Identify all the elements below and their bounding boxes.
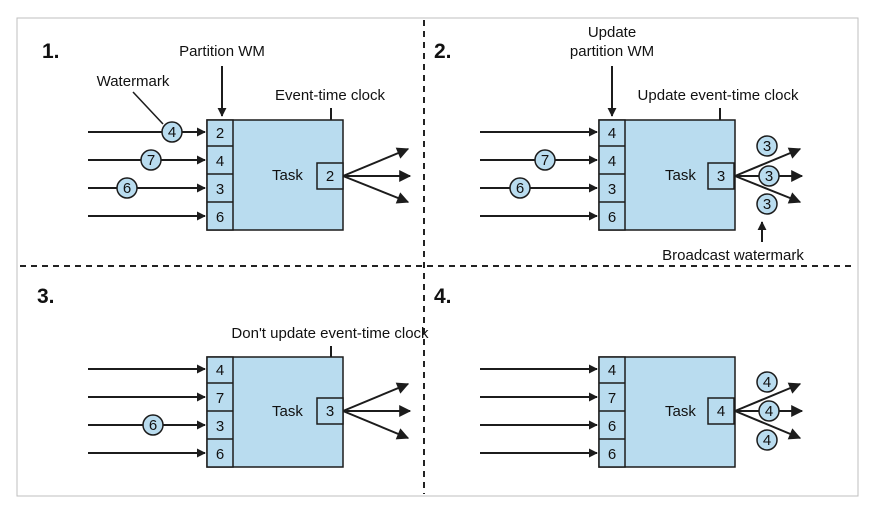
- partition-watermark: 6: [216, 209, 224, 226]
- broadcast-watermark: 4: [756, 371, 778, 393]
- task-label: Task: [665, 403, 696, 420]
- partition-column: [598, 356, 626, 468]
- event-time-clock-label: Event-time clock: [275, 87, 386, 104]
- incoming-watermark-value: 6: [123, 180, 131, 197]
- output-arrow-3: [342, 410, 410, 440]
- partition-column: [598, 119, 626, 231]
- task-label: Task: [272, 167, 303, 184]
- task-label: Task: [665, 167, 696, 184]
- broadcast-watermark-value: 4: [765, 403, 773, 420]
- task-label: Task: [272, 403, 303, 420]
- partition-watermark: 6: [608, 418, 616, 435]
- incoming-watermark-value: 7: [541, 152, 549, 169]
- partition-watermark: 7: [608, 390, 616, 407]
- panel-1: 1. Partition WM Watermark Event-time clo…: [42, 40, 412, 231]
- incoming-watermark: 7: [140, 149, 162, 171]
- partition-watermark: 3: [216, 181, 224, 198]
- partition-watermark: 4: [216, 153, 224, 170]
- partition-watermark: 7: [216, 390, 224, 407]
- broadcast-watermark: 4: [756, 429, 778, 451]
- incoming-watermark-value: 7: [147, 152, 155, 169]
- watermark-pointer: [132, 91, 164, 125]
- output-arrow-3: [342, 175, 410, 204]
- output-arrow-1: [734, 382, 802, 412]
- partition-watermark: 4: [608, 362, 616, 379]
- partition-watermark: 6: [216, 446, 224, 463]
- partition-column: [206, 119, 234, 231]
- broadcast-watermark-label: Broadcast watermark: [662, 247, 804, 264]
- panel-2: 2. Update partition WM Update event-time…: [434, 24, 804, 264]
- panel-2-number: 2.: [434, 40, 452, 63]
- broadcast-watermark-value: 4: [763, 374, 771, 391]
- broadcast-watermark: 4: [758, 400, 780, 422]
- incoming-watermark: 6: [116, 177, 138, 199]
- incoming-watermark: 4: [161, 121, 183, 143]
- partition-watermark: 4: [216, 362, 224, 379]
- output-arrow-3: [734, 410, 802, 440]
- watermark-label: Watermark: [97, 73, 170, 90]
- broadcast-watermark-value: 3: [763, 196, 771, 213]
- output-arrow-1: [342, 147, 410, 177]
- partition-watermark: 2: [216, 125, 224, 142]
- broadcast-watermark-value: 3: [763, 138, 771, 155]
- update-event-time-clock-label: Update event-time clock: [638, 87, 799, 104]
- update-partition-wm-label-line2: partition WM: [570, 43, 654, 60]
- panel-3: 3. Don't update event-time clock 6 4 7 3…: [37, 285, 429, 468]
- incoming-watermark-value: 6: [516, 180, 524, 197]
- broadcast-watermark-value: 4: [763, 432, 771, 449]
- event-time-clock-box: [707, 397, 735, 425]
- partition-watermark: 6: [608, 446, 616, 463]
- panel-4: 4. 4 7 6 6 Task 4 4 4 4: [434, 285, 804, 468]
- panel-1-number: 1.: [42, 40, 60, 63]
- event-time-clock-box: [316, 397, 344, 425]
- broadcast-watermark: 3: [756, 135, 778, 157]
- broadcast-watermark: 3: [758, 165, 780, 187]
- event-time-clock-value: 2: [326, 168, 334, 185]
- update-partition-wm-label-line1: Update: [588, 24, 636, 41]
- event-time-clock-box: [707, 162, 735, 190]
- event-time-clock-value: 4: [717, 403, 725, 420]
- partition-wm-label: Partition WM: [179, 43, 265, 60]
- partition-watermark: 3: [608, 181, 616, 198]
- incoming-watermark: 6: [142, 414, 164, 436]
- panel-4-number: 4.: [434, 285, 452, 308]
- event-time-clock-value: 3: [717, 168, 725, 185]
- event-time-clock-value: 3: [326, 403, 334, 420]
- incoming-watermark: 7: [534, 149, 556, 171]
- dont-update-event-time-clock-label: Don't update event-time clock: [231, 325, 429, 342]
- incoming-watermark-value: 4: [168, 124, 176, 141]
- partition-watermark: 3: [216, 418, 224, 435]
- diagram-border: [16, 17, 859, 497]
- partition-column: [206, 356, 234, 468]
- broadcast-watermark: 3: [756, 193, 778, 215]
- partition-watermark: 4: [608, 153, 616, 170]
- incoming-watermark: 6: [509, 177, 531, 199]
- partition-watermark: 4: [608, 125, 616, 142]
- partition-watermark: 6: [608, 209, 616, 226]
- broadcast-watermark-value: 3: [765, 168, 773, 185]
- panel-3-number: 3.: [37, 285, 55, 308]
- output-arrow-1: [342, 382, 410, 412]
- incoming-watermark-value: 6: [149, 417, 157, 434]
- output-arrow-3: [734, 175, 802, 204]
- output-arrow-1: [734, 147, 802, 177]
